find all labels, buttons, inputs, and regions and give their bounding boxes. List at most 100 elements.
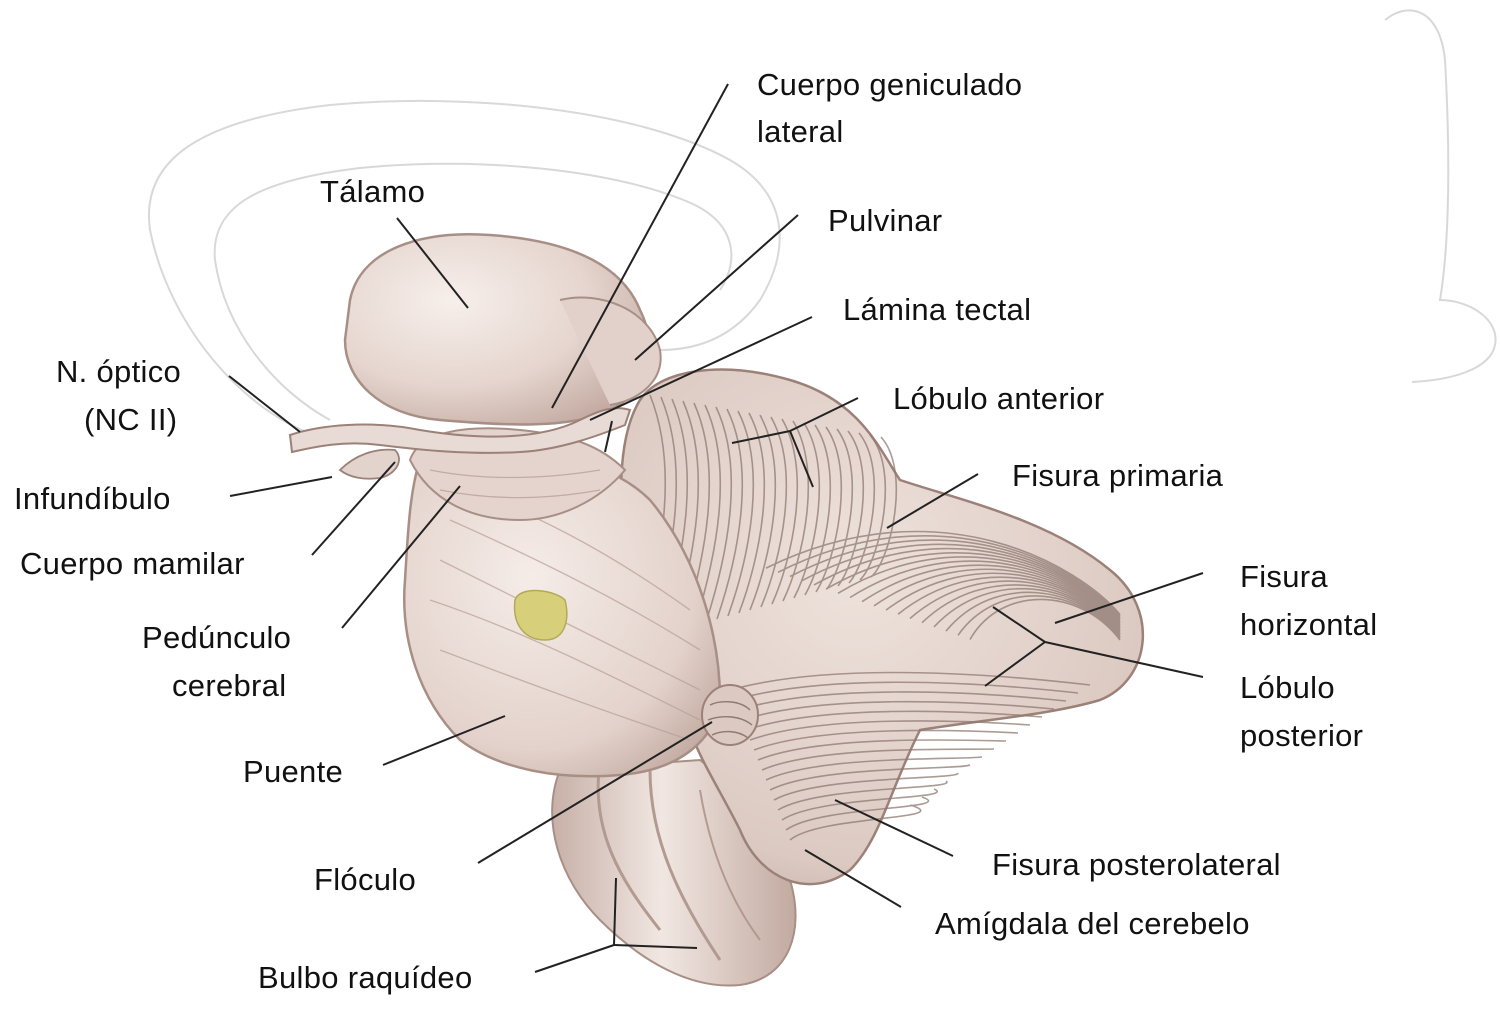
label-fisura-horizontal-1: Fisura — [1240, 559, 1328, 594]
folia-arc — [789, 539, 1121, 619]
leader-amigdala — [804, 849, 902, 908]
leader-lobulo-posterior-a — [992, 606, 1046, 643]
skull-outline — [1384, 9, 1497, 383]
leader-lamina-tectal-2 — [604, 420, 613, 453]
folia-arc — [885, 572, 1121, 630]
folia-lower — [741, 700, 1055, 721]
leader-lobulo-anterior-b — [789, 430, 814, 488]
folia-arc — [873, 568, 1121, 629]
folia-stripe — [826, 428, 854, 590]
label-floculo: Flóculo — [314, 862, 417, 897]
leader-lobulo-posterior-b — [984, 641, 1046, 687]
folia-arc — [849, 560, 1121, 626]
folia-stripe — [738, 412, 765, 614]
label-pulvinar: Pulvinar — [828, 203, 943, 238]
folia-stripe — [793, 422, 821, 599]
folia-stripe — [837, 430, 865, 587]
label-infundibulo: Infundíbulo — [14, 481, 171, 516]
leader-lobulo-anterior — [789, 397, 859, 432]
folia-stripe — [749, 414, 776, 611]
folia-lower — [789, 804, 922, 841]
folia-lower — [777, 780, 948, 811]
folia-lower — [749, 720, 1031, 741]
folia-lower — [745, 710, 1043, 731]
leader-lines — [228, 83, 1204, 973]
optic-nerve-shape — [288, 407, 632, 480]
thalamus-shape — [343, 233, 662, 426]
leader-fisura-primaria — [886, 473, 979, 529]
folia-stripe — [716, 408, 743, 620]
folia-arc — [933, 587, 1121, 636]
folia-lower — [729, 671, 1091, 691]
folia-lower — [737, 691, 1067, 711]
folia-stripe — [870, 436, 898, 578]
label-pedunculo-1: Pedúnculo — [142, 620, 292, 655]
label-cuerpo-geniculado-2: lateral — [757, 114, 844, 149]
folia-lower — [781, 788, 938, 821]
folia-lower — [757, 739, 1007, 761]
leader-lobulo-anterior-a — [731, 430, 791, 444]
folia-arc — [897, 576, 1121, 632]
folia-stripe — [815, 426, 843, 593]
label-fisura-posterolateral: Fisura posterolateral — [992, 847, 1281, 882]
folia-arc — [801, 543, 1121, 620]
leader-cuerpo-mamilar — [311, 461, 396, 556]
leader-lobulo-posterior — [1044, 641, 1204, 678]
label-cuerpo-geniculado-1: Cuerpo geniculado — [757, 67, 1023, 102]
folia-stripe — [705, 406, 733, 623]
label-cuerpo-mamilar: Cuerpo mamilar — [20, 546, 245, 581]
folia-arc — [777, 535, 1121, 617]
cerebral-outline — [147, 99, 781, 441]
folia-stripe — [771, 418, 798, 605]
folia-lower — [785, 796, 930, 831]
leader-floculo — [477, 721, 713, 864]
leader-cuerpo-geniculado — [551, 83, 729, 409]
label-lobulo-posterior-2: posterior — [1240, 718, 1364, 753]
folia-stripe — [760, 416, 787, 608]
folia-lower — [753, 729, 1019, 751]
leader-bulbo-b — [613, 944, 698, 949]
label-pedunculo-2: cerebral — [172, 668, 287, 703]
leader-n-optico — [228, 375, 301, 433]
label-puente: Puente — [243, 754, 344, 789]
folia-arc — [813, 547, 1121, 622]
folia-arc — [957, 595, 1121, 639]
folia-stripe — [782, 420, 810, 602]
leader-pulvinar — [634, 214, 799, 361]
leader-lamina-tectal — [589, 316, 813, 421]
label-lamina-tectal: Lámina tectal — [843, 292, 1032, 327]
label-fisura-primaria: Fisura primaria — [1012, 458, 1224, 493]
leader-fisura-posterolateral — [834, 799, 954, 857]
nucleus-mark — [513, 589, 568, 641]
folia-stripe — [848, 432, 876, 584]
leader-puente — [382, 715, 506, 766]
leader-pedunculo — [341, 485, 461, 629]
label-fisura-horizontal-2: horizontal — [1240, 607, 1378, 642]
label-n-optico-1: N. óptico — [56, 354, 182, 389]
label-lobulo-posterior-1: Lóbulo — [1240, 670, 1335, 705]
folia-stripe — [804, 424, 832, 596]
label-bulbo-raquideo: Bulbo raquídeo — [258, 960, 473, 995]
folia-arc — [909, 580, 1121, 633]
folia-lower — [769, 764, 971, 791]
leader-bulbo-a — [613, 877, 617, 946]
leader-bulbo — [534, 944, 615, 973]
folia-lower — [773, 772, 959, 801]
leader-talamo — [396, 217, 469, 309]
label-talamo: Tálamo — [320, 174, 426, 209]
folia-arc — [921, 584, 1121, 635]
folia-arc — [969, 598, 1121, 641]
flocculus-shape — [701, 684, 759, 746]
folia-arc — [765, 530, 1121, 616]
label-n-optico-2: (NC II) — [84, 402, 178, 437]
folia-arc — [945, 591, 1121, 638]
folia-lower — [761, 748, 995, 771]
label-amigdala: Amígdala del cerebelo — [935, 906, 1250, 941]
folia-arc — [837, 556, 1121, 625]
folia-stripe — [727, 410, 754, 617]
leader-infundibulo — [229, 476, 333, 497]
folia-lower — [733, 681, 1079, 701]
leader-fisura-horizontal — [1054, 572, 1204, 624]
